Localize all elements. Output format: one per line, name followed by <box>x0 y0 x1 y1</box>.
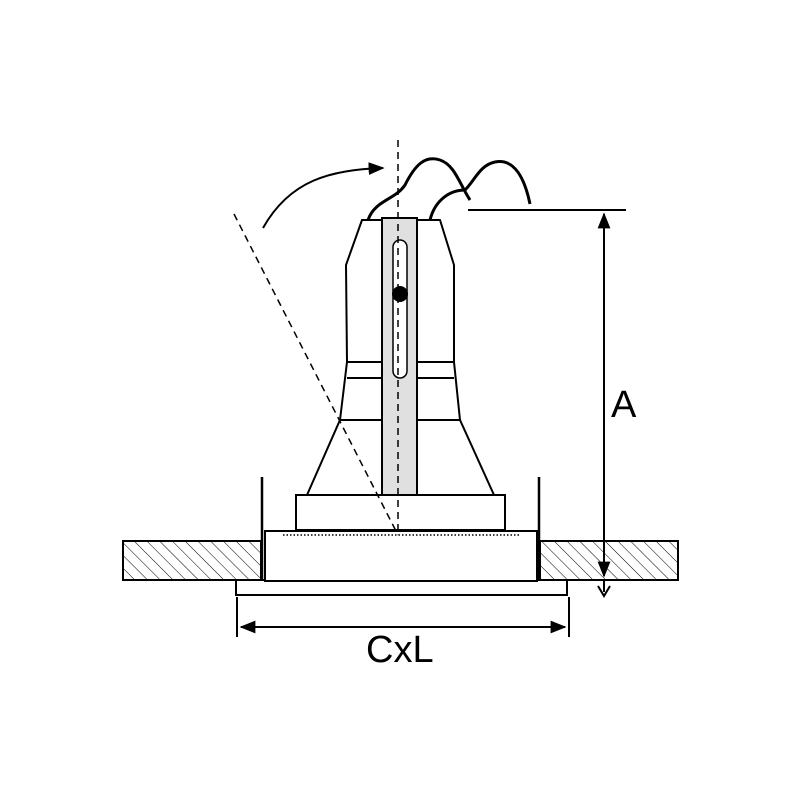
tilt-axis-line <box>233 213 399 536</box>
lamp-base <box>295 494 506 531</box>
pivot-screw-icon <box>392 286 408 302</box>
trim-flange <box>235 579 568 596</box>
ceiling-panel-right <box>539 540 679 581</box>
swivel-bracket <box>381 217 418 496</box>
ceiling-panel-left <box>122 540 262 581</box>
power-wires <box>366 157 532 221</box>
height-dimension <box>468 209 626 598</box>
tilt-arrow-icon <box>262 162 385 229</box>
height-label: A <box>611 384 637 426</box>
width-label: CxL <box>366 629 434 671</box>
fixture-housing <box>260 477 541 582</box>
lamp <box>295 219 506 531</box>
width-dimension <box>236 597 570 637</box>
